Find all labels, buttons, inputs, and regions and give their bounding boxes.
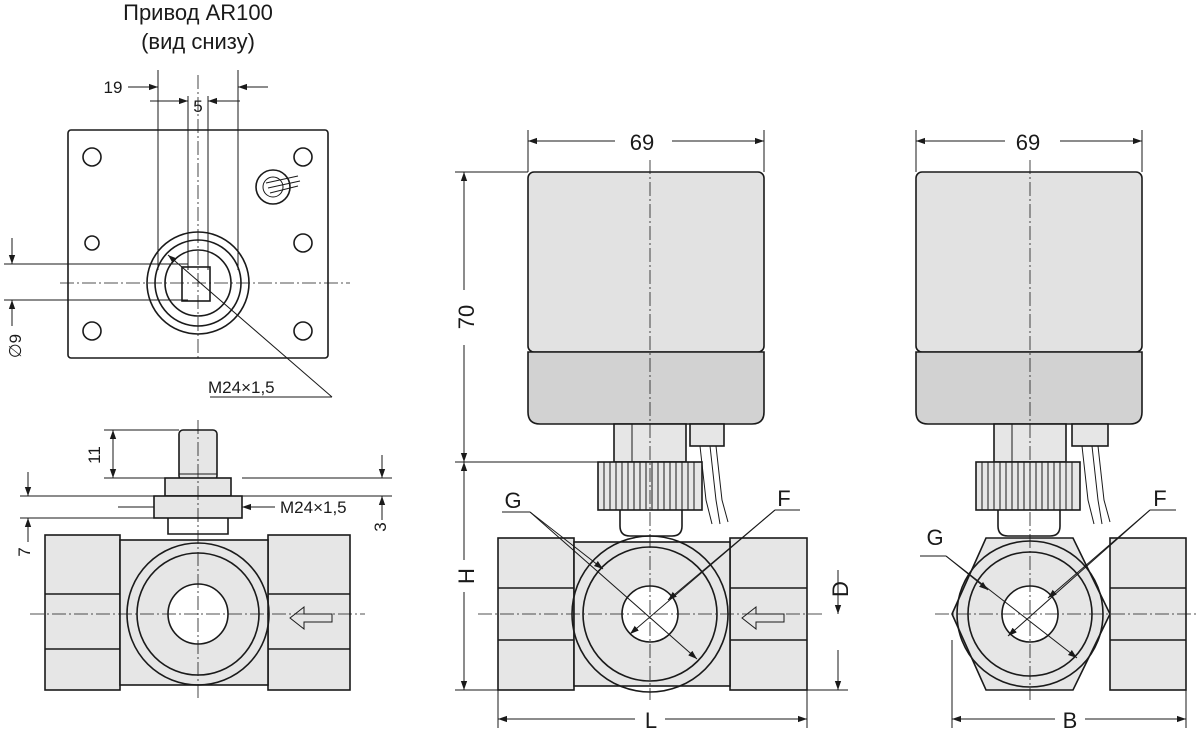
right-width-label: 69	[1016, 130, 1040, 155]
title-line-1: Привод AR100	[123, 0, 273, 25]
bottom-thread-label: M24×1,5	[208, 378, 275, 397]
front-actuator-housing	[527, 171, 765, 353]
side-view: 11 3 M24×1,5 7	[15, 420, 392, 700]
front-flow-arrow-icon	[741, 605, 785, 631]
front-F-label: F	[777, 486, 790, 511]
mount-hole-tr	[293, 147, 313, 167]
dim-19-label: 19	[104, 78, 123, 97]
right-F-label: F	[1153, 486, 1166, 511]
side-body-right	[267, 534, 351, 691]
flow-arrow-icon	[289, 605, 333, 631]
right-knurled-nut	[975, 461, 1081, 511]
right-cable-gland	[1071, 423, 1109, 447]
mount-hole-bl	[82, 321, 102, 341]
title-line-2: (вид снизу)	[141, 29, 255, 54]
right-actuator-lower	[915, 351, 1143, 425]
dim-7-label: 7	[15, 547, 34, 556]
dim-3-label: 3	[371, 522, 390, 531]
side-body-left	[44, 534, 121, 691]
bottom-view: 19 5 ∅9 M24×1,5	[4, 70, 350, 398]
cable-gland-icon	[255, 169, 301, 205]
dim-11-label: 11	[85, 446, 104, 464]
front-view: 69 70 H D L G F	[454, 130, 853, 731]
mount-hole-ml	[84, 235, 100, 251]
front-actuator-lower	[527, 351, 765, 425]
front-height-label: 70	[454, 305, 479, 329]
mount-hole-br	[293, 321, 313, 341]
front-L-label: L	[645, 708, 657, 731]
front-G-label: G	[504, 488, 521, 513]
front-H-label: H	[454, 568, 479, 584]
mount-hole-tl	[82, 147, 102, 167]
front-cable-gland	[689, 423, 725, 447]
front-width-label: 69	[630, 130, 654, 155]
front-D-label: D	[828, 581, 853, 597]
right-view: 69 B G F	[915, 130, 1198, 731]
right-actuator-housing	[915, 171, 1143, 353]
side-thread-label: M24×1,5	[280, 498, 347, 517]
dim-5-label: 5	[193, 97, 202, 116]
mount-hole-mr	[293, 233, 313, 253]
spindle-socket	[181, 266, 211, 302]
right-G-label: G	[926, 525, 943, 550]
dim-d9-label: ∅9	[6, 334, 25, 358]
right-B-label: B	[1063, 708, 1078, 731]
